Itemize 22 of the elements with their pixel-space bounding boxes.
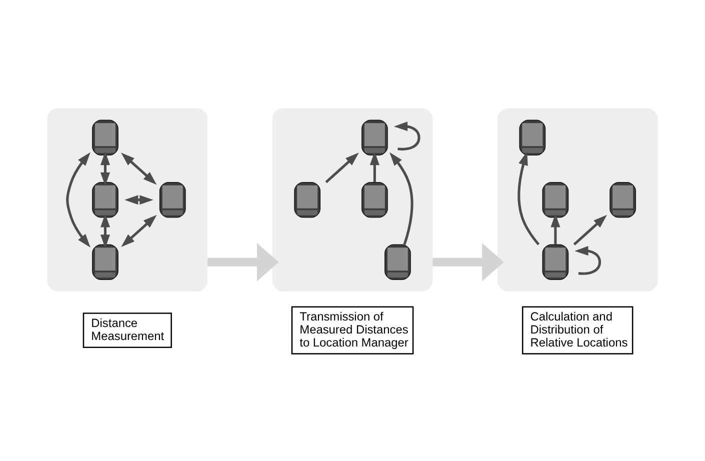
node-box: Distance Measurement [82,312,172,348]
arrow [66,152,90,248]
arrow [325,152,359,183]
arrow [390,152,414,244]
arrow [574,246,602,274]
arrow [100,213,110,248]
arrow [208,242,279,281]
arrow [573,214,607,245]
cluster [497,108,658,292]
arrow [370,150,380,182]
arrow [394,121,420,150]
node-box: Transmission of Measured Distances to Location Manager [291,306,414,354]
cluster [47,108,208,292]
arrow [121,152,157,184]
cluster [272,108,433,292]
arrow [432,242,504,281]
arrow [550,213,560,244]
arrow [518,151,540,245]
arrow [124,194,154,204]
arrow [121,214,157,246]
node-box: Calculation and Distribution of Relative Locations [522,306,634,354]
arrow [100,150,110,186]
